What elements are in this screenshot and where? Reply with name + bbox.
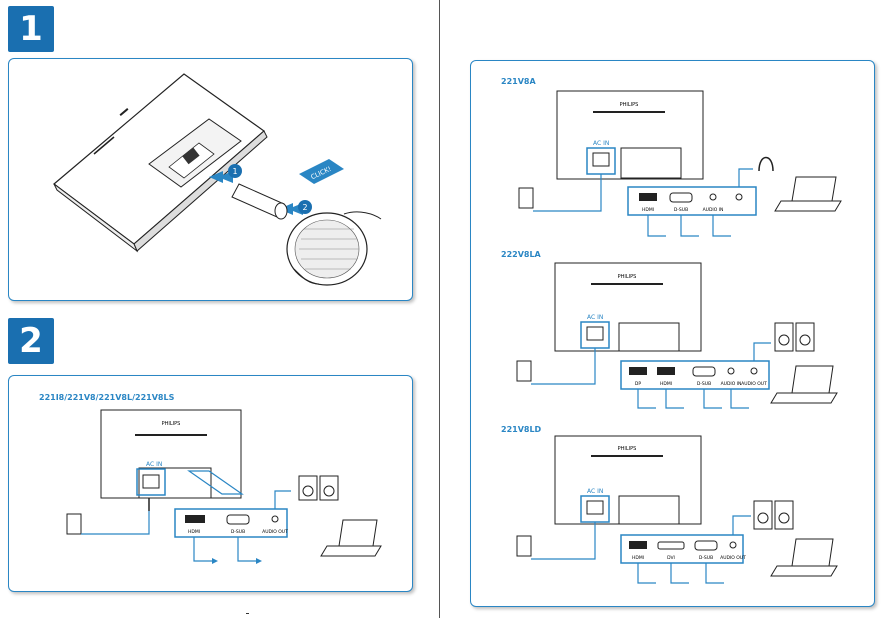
- svg-text:HDMI: HDMI: [642, 207, 654, 213]
- svg-text:AUDIO IN: AUDIO IN: [721, 381, 742, 387]
- diagram-221v8ld: PHILIPS AC IN HDMI DVI D-SUB AUDIO OUT: [516, 435, 838, 584]
- page-mark: [246, 613, 249, 614]
- svg-text:AUDIO OUT: AUDIO OUT: [741, 381, 767, 387]
- svg-text:PHILIPS: PHILIPS: [618, 446, 637, 452]
- svg-text:DP: DP: [635, 381, 641, 387]
- svg-text:D-SUB: D-SUB: [697, 381, 711, 387]
- svg-text:AUDIO OUT: AUDIO OUT: [262, 529, 288, 535]
- model-label-221v8ld: 221V8LD: [501, 425, 542, 434]
- svg-text:D-SUB: D-SUB: [231, 529, 245, 535]
- svg-text:AC IN: AC IN: [146, 461, 162, 468]
- step-1-badge: 1: [8, 6, 54, 52]
- connection-diagram-left: PHILIPS AC IN HDMI D-SUB AUDIO OUT: [66, 409, 382, 564]
- step-2-panel: 221I8/221V8/221V8L/221V8LS PHILIPS AC IN…: [8, 375, 413, 592]
- svg-text:AC IN: AC IN: [587, 314, 603, 321]
- svg-text:HDMI: HDMI: [188, 529, 200, 535]
- svg-text:HDMI: HDMI: [660, 381, 672, 387]
- svg-text:AUDIO IN: AUDIO IN: [703, 207, 724, 213]
- svg-text:D-SUB: D-SUB: [674, 207, 688, 213]
- model-label-221v8a: 221V8A: [501, 77, 536, 86]
- diagram-222v8la: PHILIPS AC IN DP HDMI D-SUB AUDIO IN AUD…: [516, 262, 838, 409]
- svg-text:DVI: DVI: [667, 555, 675, 561]
- svg-text:AUDIO OUT: AUDIO OUT: [720, 555, 746, 561]
- svg-text:D-SUB: D-SUB: [699, 555, 713, 561]
- marker-1: 1: [232, 167, 237, 176]
- diagram-221v8a: PHILIPS AC IN HDMI D-SUB AUDIO IN: [518, 90, 842, 237]
- step-2-panel-right: 221V8A 222V8LA 221V8LD PHILIPS AC IN HDM…: [470, 60, 875, 607]
- model-label-222v8la: 222V8LA: [501, 250, 541, 259]
- step-1-panel: 1 2 CLICK!: [8, 58, 413, 301]
- column-divider: [439, 0, 440, 618]
- stand-assembly-illustration: 1 2 CLICK!: [53, 73, 382, 286]
- step-2-badge: 2: [8, 318, 54, 364]
- svg-text:HDMI: HDMI: [632, 555, 644, 561]
- svg-text:PHILIPS: PHILIPS: [162, 421, 181, 427]
- model-label-left: 221I8/221V8/221V8L/221V8LS: [39, 393, 175, 402]
- svg-text:PHILIPS: PHILIPS: [618, 274, 637, 280]
- connection-diagram-right: PHILIPS AC IN HDMI D-SUB AUDIO IN: [516, 90, 842, 584]
- svg-text:AC IN: AC IN: [587, 488, 603, 495]
- marker-2: 2: [302, 203, 307, 212]
- svg-text:AC IN: AC IN: [593, 140, 609, 147]
- svg-text:PHILIPS: PHILIPS: [620, 102, 639, 108]
